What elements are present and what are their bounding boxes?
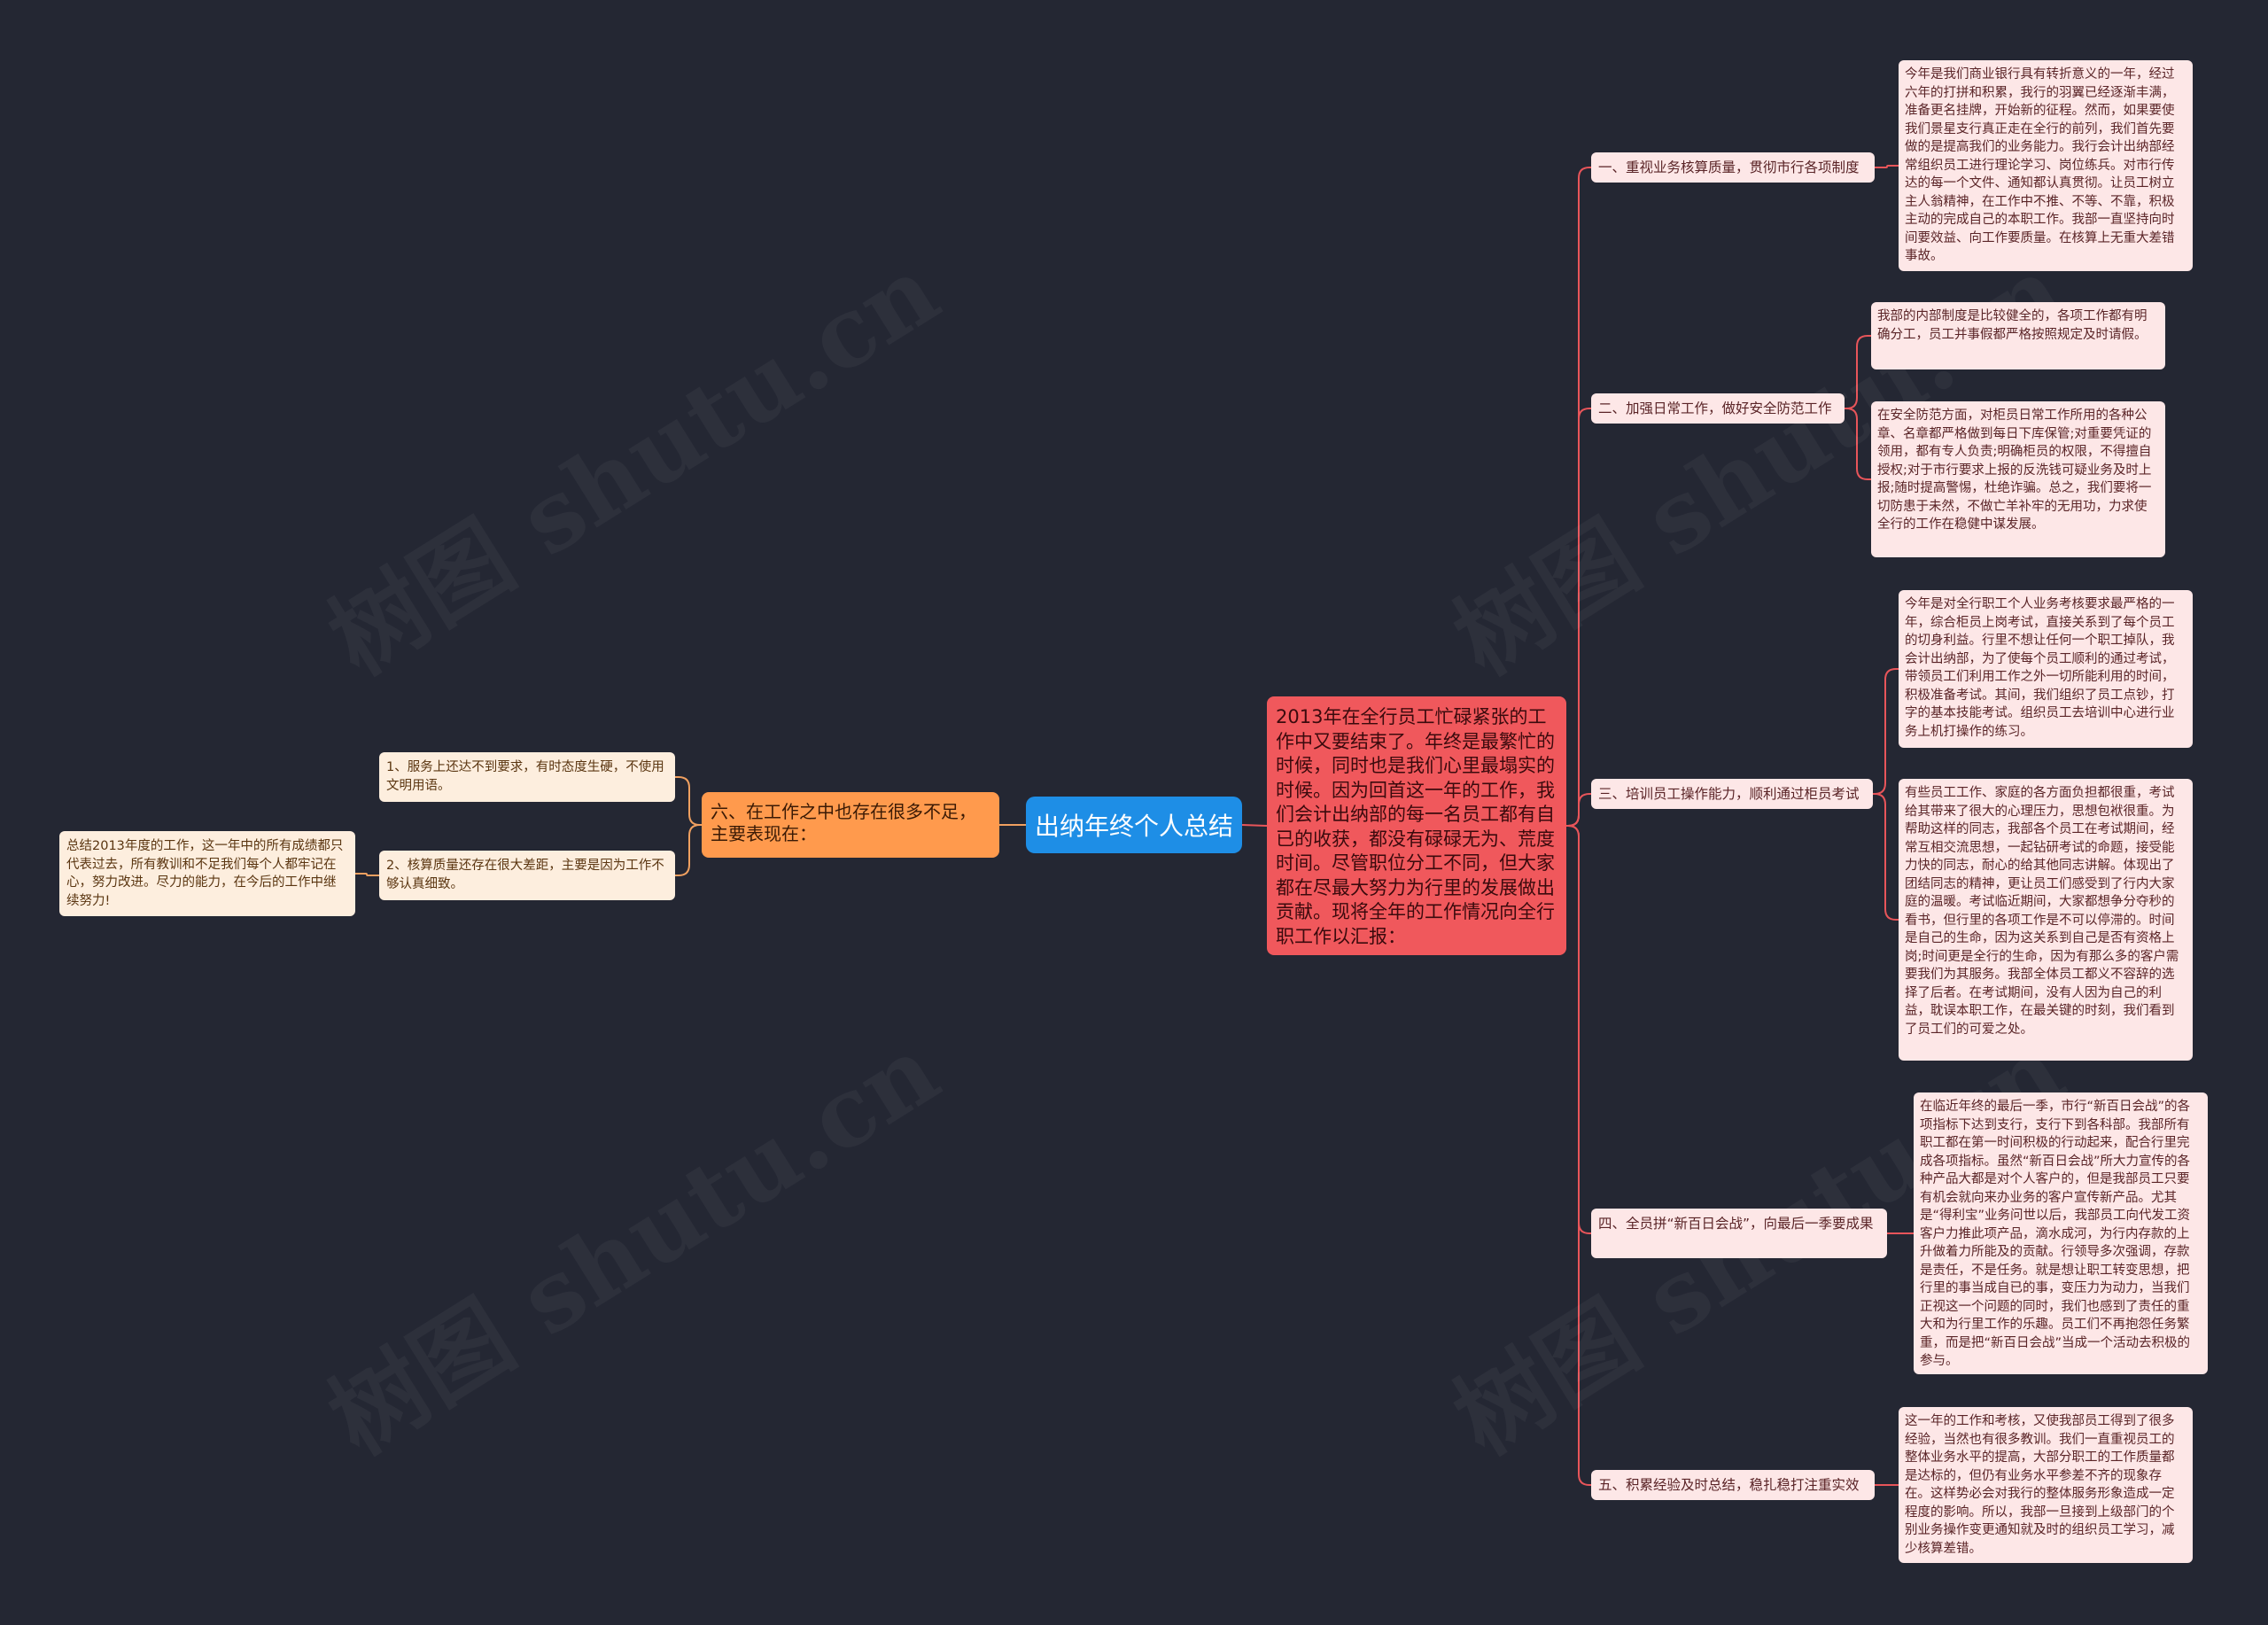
root-title: 出纳年终个人总结 bbox=[1034, 812, 1233, 841]
detail-note[interactable]: 我部的内部制度是比较健全的，各项工作都有明确分工，员工并事假都严格按照规定及时请… bbox=[1871, 302, 2165, 369]
conclusion-text: 总结2013年度的工作，这一年中的所有成绩都只代表过去，所有教训和不足我们每个人… bbox=[66, 839, 344, 908]
branch-topic[interactable]: 五、积累经验及时总结，稳扎稳打注重实效 bbox=[1591, 1470, 1875, 1500]
connector-line bbox=[675, 824, 702, 876]
detail-note[interactable]: 今年是对全行职工个人业务考核要求最严格的一年，综合柜员上岗考试，直接关系到了每个… bbox=[1899, 590, 2193, 748]
connector-line bbox=[355, 873, 379, 876]
detail-note[interactable]: 在安全防范方面，对柜员日常工作所用的各种公章、名章都严格做到每日下库保管;对重要… bbox=[1871, 401, 2165, 557]
detail-note[interactable]: 在临近年终的最后一季，市行“新百日会战”的各项指标下达到支行，支行下到各科部。我… bbox=[1914, 1092, 2208, 1374]
detail-text: 在临近年终的最后一季，市行“新百日会战”的各项指标下达到支行，支行下到各科部。我… bbox=[1920, 1100, 2191, 1368]
branch-label: 四、全员拼“新百日会战”，向最后一季要成果 bbox=[1598, 1216, 1874, 1232]
watermark: 树图 shutu.cn bbox=[299, 997, 960, 1481]
branch-topic[interactable]: 三、培训员工操作能力，顺利通过柜员考试 bbox=[1591, 779, 1873, 809]
detail-text: 今年是我们商业银行具有转折意义的一年，经过六年的打拼和积累，我行的羽翼已经逐渐丰… bbox=[1905, 67, 2175, 263]
branch-topic[interactable]: 一、重视业务核算质量，贯彻市行各项制度 bbox=[1591, 152, 1875, 183]
branch-label: 三、培训员工操作能力，顺利通过柜员考试 bbox=[1598, 786, 1860, 802]
connector-line bbox=[1566, 825, 1591, 1234]
shortcoming-item[interactable]: 1、服务上还达不到要求，有时态度生硬，不使用文明用语。 bbox=[379, 752, 675, 802]
left-branch-label: 六、在工作之中也存在很多不足，主要表现在： bbox=[711, 801, 976, 844]
intro-text: 2013年在全行员工忙碌紧张的工作中又要结束了。年终是最繁忙的时候，同时也是我们… bbox=[1276, 706, 1555, 947]
detail-text: 有些员工工作、家庭的各方面负担都很重，考试给其带来了很大的心理压力，思想包袱很重… bbox=[1905, 786, 2179, 1037]
intro-topic[interactable]: 2013年在全行员工忙碌紧张的工作中又要结束了。年终是最繁忙的时候，同时也是我们… bbox=[1267, 696, 1566, 955]
detail-text: 我部的内部制度是比较健全的，各项工作都有明确分工，员工并事假都严格按照规定及时请… bbox=[1877, 309, 2148, 342]
branch-topic[interactable]: 二、加强日常工作，做好安全防范工作 bbox=[1591, 393, 1845, 424]
connector-line bbox=[1875, 165, 1899, 168]
connector-line bbox=[1873, 793, 1899, 921]
detail-note[interactable]: 这一年的工作和考核，又使我部员工得到了很多经验，当然也有很多教训。我们一直重视员… bbox=[1899, 1407, 2193, 1563]
branch-label: 五、积累经验及时总结，稳扎稳打注重实效 bbox=[1598, 1477, 1860, 1493]
connector-line bbox=[675, 776, 702, 826]
shortcoming-text: 1、服务上还达不到要求，有时态度生硬，不使用文明用语。 bbox=[386, 760, 664, 793]
root-topic[interactable]: 出纳年终个人总结 bbox=[1026, 797, 1242, 853]
connector-line bbox=[1873, 668, 1899, 795]
branch-label: 一、重视业务核算质量，贯彻市行各项制度 bbox=[1598, 159, 1860, 175]
branch-topic[interactable]: 四、全员拼“新百日会战”，向最后一季要成果 bbox=[1591, 1209, 1887, 1258]
detail-text: 今年是对全行职工个人业务考核要求最严格的一年，综合柜员上岗考试，直接关系到了每个… bbox=[1905, 597, 2175, 739]
connector-line bbox=[1566, 793, 1591, 827]
left-branch-topic[interactable]: 六、在工作之中也存在很多不足，主要表现在： bbox=[702, 792, 999, 858]
branch-label: 二、加强日常工作，做好安全防范工作 bbox=[1598, 400, 1832, 416]
detail-text: 在安全防范方面，对柜员日常工作所用的各种公章、名章都严格做到每日下库保管;对重要… bbox=[1877, 408, 2152, 532]
connector-line bbox=[1241, 824, 1268, 827]
detail-note[interactable]: 有些员工工作、家庭的各方面负担都很重，考试给其带来了很大的心理压力，思想包袱很重… bbox=[1899, 779, 2193, 1061]
detail-text: 这一年的工作和考核，又使我部员工得到了很多经验，当然也有很多教训。我们一直重视员… bbox=[1905, 1414, 2175, 1556]
watermark: 树图 shutu.cn bbox=[299, 217, 960, 702]
shortcoming-item[interactable]: 2、核算质量还存在很大差距，主要是因为工作不够认真细致。 bbox=[379, 851, 675, 900]
shortcoming-text: 2、核算质量还存在很大差距，主要是因为工作不够认真细致。 bbox=[386, 859, 664, 891]
conclusion-note[interactable]: 总结2013年度的工作，这一年中的所有成绩都只代表过去，所有教训和不足我们每个人… bbox=[59, 831, 355, 916]
detail-note[interactable]: 今年是我们商业银行具有转折意义的一年，经过六年的打拼和积累，我行的羽翼已经逐渐丰… bbox=[1899, 60, 2193, 271]
